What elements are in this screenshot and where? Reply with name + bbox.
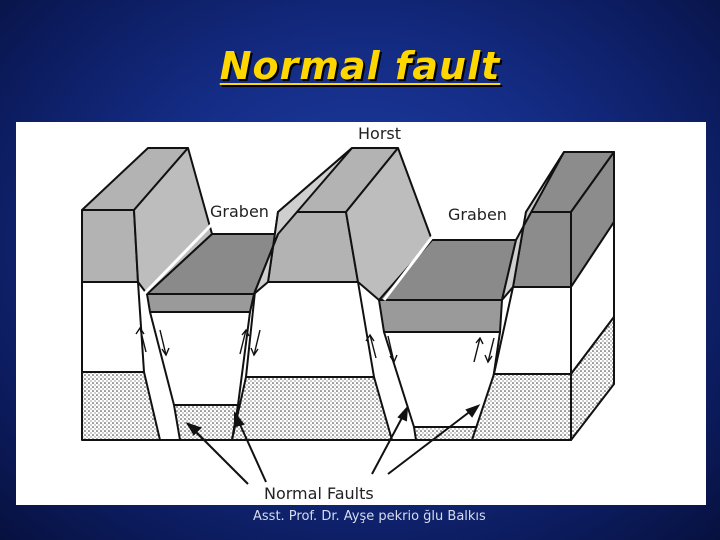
fault-diagram: Horst Graben Graben Normal Faults: [16, 122, 706, 505]
left-block-middle-layer: [82, 282, 144, 372]
left-graben-bottom-layer: [174, 405, 238, 440]
normal-faults-label: Normal Faults: [264, 484, 374, 503]
left-block-bottom-layer: [82, 372, 160, 440]
graben-left-label: Graben: [210, 202, 269, 221]
horst-bottom-layer: [232, 377, 392, 440]
right-graben-top-layer: [379, 300, 502, 332]
graben-right-label: Graben: [448, 205, 507, 224]
slide-title: Normal fault: [0, 44, 720, 88]
right-block-middle-layer: [494, 287, 571, 374]
left-block-top-layer: [82, 210, 138, 282]
left-graben-middle-layer: [150, 312, 250, 405]
right-block-top-layer: [513, 212, 571, 287]
left-graben-top-layer: [147, 294, 254, 312]
footer-credit: Asst. Prof. Dr. Ayşe pekrio ğlu Balkıs: [253, 508, 493, 525]
horst-label: Horst: [358, 124, 401, 143]
horst-middle-layer: [246, 282, 374, 377]
